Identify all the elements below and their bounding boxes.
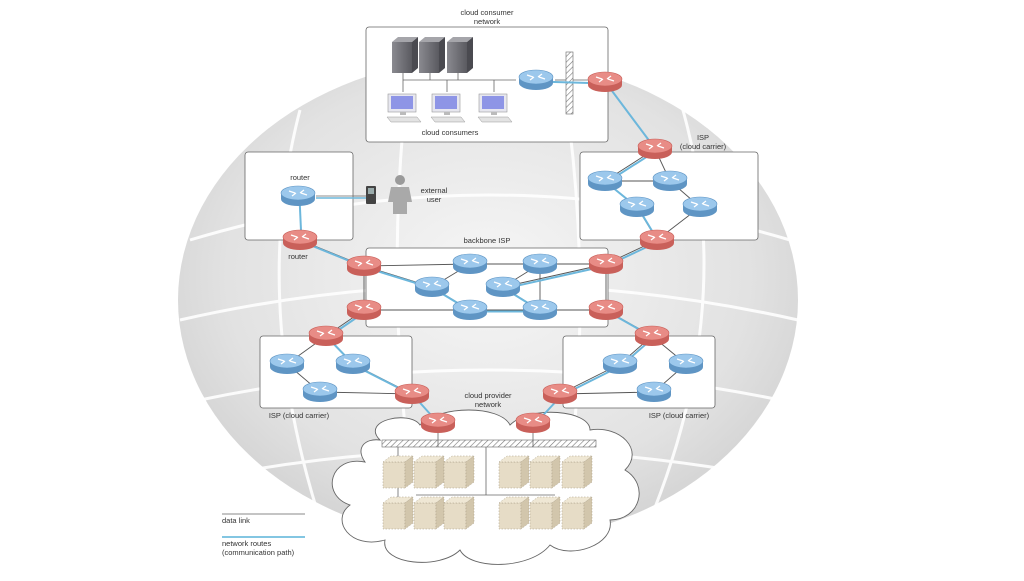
isp-top-right-box <box>579 151 759 241</box>
router-icon <box>602 353 638 374</box>
consumer-network-title-line2: network <box>473 17 501 26</box>
legend-network-routes-label-line2: (communication path) <box>222 548 295 557</box>
router-label-bottom: router <box>288 252 308 261</box>
external-user-label-line2: user <box>426 195 442 204</box>
router-icon <box>682 196 718 217</box>
provider-server-icon <box>443 455 475 489</box>
data-link <box>363 263 471 267</box>
external-user-label-line1: external <box>420 186 448 195</box>
router-icon <box>587 170 623 191</box>
workstation-icon <box>386 93 422 123</box>
provider-server-icon <box>498 496 530 530</box>
isp-top-right-title-line1: ISP <box>696 133 710 142</box>
router-icon <box>452 253 488 274</box>
backbone-isp-title: backbone ISP <box>463 236 511 245</box>
router-icon <box>452 299 488 320</box>
router-icon <box>636 381 672 402</box>
router-icon <box>522 299 558 320</box>
provider-server-icon <box>498 455 530 489</box>
legend <box>222 513 305 538</box>
provider-server-icon <box>443 496 475 530</box>
provider-server-icon <box>413 455 445 489</box>
isp-top-right-title: ISP (cloud carrier) <box>668 133 738 151</box>
edge-router-icon <box>346 255 382 276</box>
provider-server-icon <box>561 455 593 489</box>
server-tower-icon <box>392 37 418 73</box>
server-tower-icon <box>419 37 445 73</box>
external-user-label: external user <box>414 186 454 204</box>
cloud-consumers-caption: cloud consumers <box>421 128 479 137</box>
edge-router-icon <box>634 325 670 346</box>
legend-network-routes-label-line1: network routes <box>222 539 272 548</box>
isp-left-title: ISP (cloud carrier) <box>268 411 330 420</box>
edge-router-icon <box>587 71 623 92</box>
consumer-network-title: cloud consumer network <box>440 8 534 26</box>
legend-network-routes-label: network routes (communication path) <box>222 539 294 557</box>
isp-top-right-title-line2: (cloud carrier) <box>679 142 727 151</box>
legend-data-link-label: data link <box>222 516 250 525</box>
provider-server-icon <box>382 455 414 489</box>
router-icon <box>269 353 305 374</box>
workstation-icon <box>477 93 513 123</box>
router-icon <box>619 196 655 217</box>
provider-server-icon <box>413 496 445 530</box>
router-icon <box>522 253 558 274</box>
router-icon <box>668 353 704 374</box>
provider-network-title-line2: network <box>474 400 502 409</box>
edge-router-icon <box>637 138 673 159</box>
external-user-icon <box>366 175 412 214</box>
provider-server-icon <box>529 455 561 489</box>
router-icon <box>280 185 316 206</box>
consumer-network-title-line1: cloud consumer <box>460 8 514 17</box>
router-icon <box>518 69 554 90</box>
workstation-icon <box>430 93 466 123</box>
router-label-top: router <box>290 173 310 182</box>
provider-server-icon <box>382 496 414 530</box>
edge-router-icon <box>639 229 675 250</box>
edge-router-icon <box>346 299 382 320</box>
edge-router-icon <box>282 229 318 250</box>
router-icon <box>302 381 338 402</box>
provider-server-icon <box>529 496 561 530</box>
devices-layer <box>269 37 718 530</box>
edge-router-icon <box>308 325 344 346</box>
edge-router-icon <box>515 412 551 433</box>
edge-router-icon <box>394 383 430 404</box>
legend-data-link-label-line1: data link <box>222 516 250 525</box>
router-icon <box>652 170 688 191</box>
isp-right-title: ISP (cloud carrier) <box>648 411 710 420</box>
provider-network-title-line1: cloud provider <box>464 391 512 400</box>
router-icon <box>485 276 521 297</box>
edge-router-icon <box>542 383 578 404</box>
provider-server-icon <box>561 496 593 530</box>
edge-router-icon <box>588 299 624 320</box>
server-tower-icon <box>447 37 473 73</box>
router-icon <box>335 353 371 374</box>
edge-router-icon <box>588 253 624 274</box>
edge-router-icon <box>420 412 456 433</box>
provider-network-title: cloud provider network <box>448 391 528 409</box>
router-icon <box>414 276 450 297</box>
